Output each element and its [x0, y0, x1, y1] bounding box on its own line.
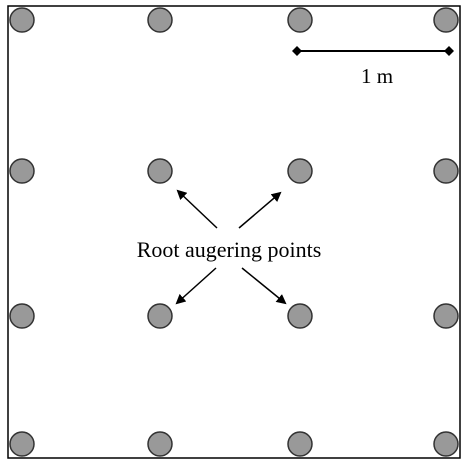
scale-bar: 1 m — [292, 46, 454, 88]
scale-bar-right-end — [444, 46, 454, 56]
sampling-point — [287, 303, 313, 329]
sampling-points — [9, 7, 459, 457]
sampling-point — [433, 431, 459, 457]
sampling-point — [147, 158, 173, 184]
sampling-point — [147, 431, 173, 457]
arrow-upper-left — [176, 189, 218, 229]
sampling-point — [9, 431, 35, 457]
sampling-point — [147, 7, 173, 33]
sampling-point — [9, 303, 35, 329]
sampling-point — [433, 158, 459, 184]
scale-bar-left-end — [292, 46, 302, 56]
sampling-point — [433, 303, 459, 329]
sampling-point — [9, 7, 35, 33]
sampling-point — [9, 158, 35, 184]
annotation-label: Root augering points — [137, 237, 322, 262]
sampling-point — [147, 303, 173, 329]
arrow-upper-right — [238, 191, 282, 229]
sampling-point — [287, 431, 313, 457]
plot-boundary — [7, 5, 461, 459]
arrow-lower-right — [241, 267, 287, 305]
pointer-arrows — [175, 189, 287, 305]
sampling-point — [433, 7, 459, 33]
arrow-lower-left — [175, 267, 217, 305]
scale-bar-label: 1 m — [361, 64, 393, 88]
sampling-point — [287, 7, 313, 33]
sampling-point — [287, 158, 313, 184]
